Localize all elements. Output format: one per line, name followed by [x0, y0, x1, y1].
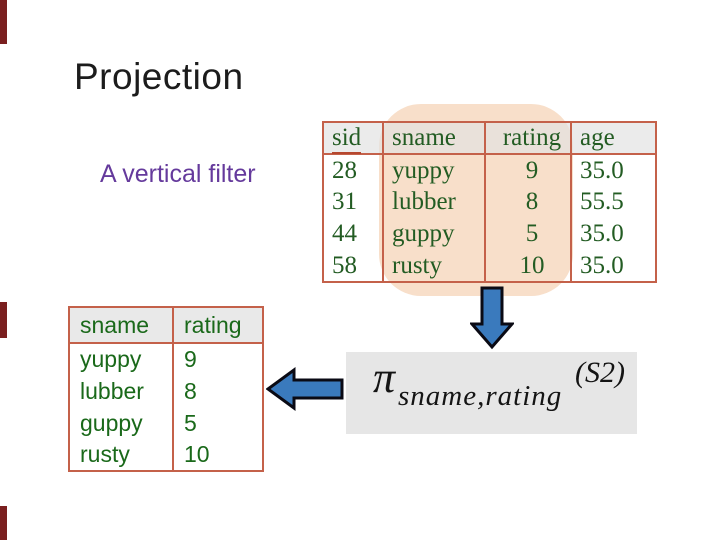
table-cell: yuppy [68, 343, 174, 375]
slide-edge-accent-middle [0, 302, 7, 338]
column-header-sname: sname [382, 121, 486, 155]
table-cell: rusty [382, 250, 486, 283]
table-cell: rusty [68, 439, 174, 472]
formula-subscript: sname,rating [398, 380, 563, 412]
table-cell: 55.5 [570, 186, 657, 218]
arrow-down-icon [470, 286, 514, 350]
table-cell: guppy [68, 407, 174, 439]
column-header-age: age [570, 121, 657, 155]
table-cell: 9 [484, 154, 572, 186]
slide-edge-accent-top [0, 0, 7, 44]
table-cell: 35.0 [570, 218, 657, 250]
pi-operator: π [373, 353, 396, 402]
table-cell: lubber [382, 186, 486, 218]
column-header-sid: sid [322, 121, 384, 155]
column-header-rating: rating [172, 306, 264, 344]
formula-operand: (S2) [575, 356, 625, 389]
table-cell: 58 [322, 250, 384, 283]
table-cell: 10 [484, 250, 572, 283]
table-cell: 28 [322, 154, 384, 186]
table-cell: guppy [382, 218, 486, 250]
table-cell: 5 [172, 407, 264, 439]
slide-edge-accent-bottom [0, 506, 7, 540]
arrow-left-icon [266, 367, 344, 411]
primary-key-underline: sid [332, 124, 362, 154]
table-cell: lubber [68, 375, 174, 407]
table-cell: 5 [484, 218, 572, 250]
column-header-sname: sname [68, 306, 174, 344]
table-cell: 44 [322, 218, 384, 250]
formula-box: π sname,rating (S2) [346, 352, 637, 434]
table-cell: 8 [484, 186, 572, 218]
table-cell: 8 [172, 375, 264, 407]
table-cell: 10 [172, 439, 264, 472]
table-cell: yuppy [382, 154, 486, 186]
table-cell: 31 [322, 186, 384, 218]
column-header-rating: rating [484, 121, 572, 155]
subtitle: A vertical filter [100, 160, 256, 188]
table-cell: 9 [172, 343, 264, 375]
table-cell: 35.0 [570, 154, 657, 186]
table-cell: 35.0 [570, 250, 657, 283]
page-title: Projection [74, 56, 244, 97]
